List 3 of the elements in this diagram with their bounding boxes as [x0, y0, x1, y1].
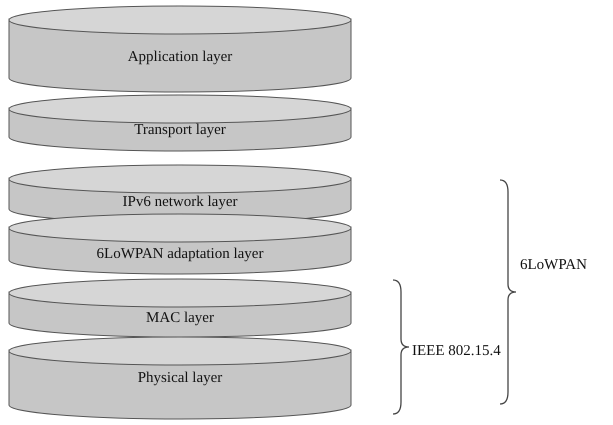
brace-label: IEEE 802.15.4 [412, 343, 501, 360]
layer-label: IPv6 network layer [122, 194, 238, 211]
brace-label: 6LoWPAN [520, 257, 587, 274]
